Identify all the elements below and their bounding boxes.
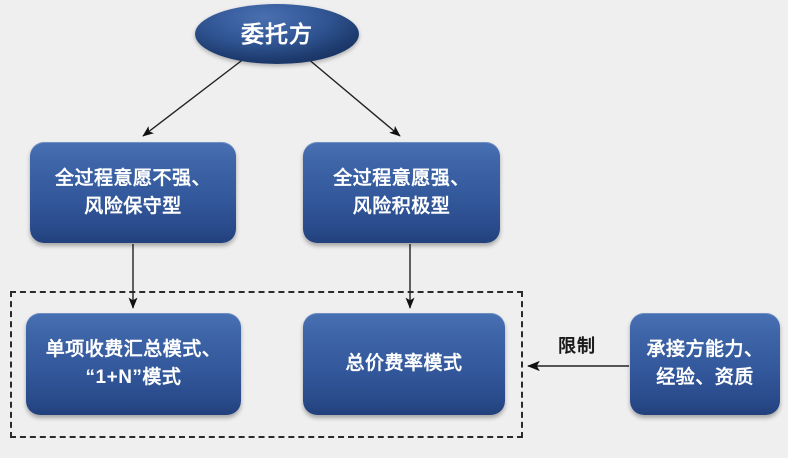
- node-itemized-mode-label-line2: “1+N”模式: [85, 367, 182, 388]
- node-contractor-capability-label-line2: 经验、资质: [656, 367, 754, 388]
- node-lump-sum-rate-mode-label: 总价费率模式: [345, 353, 463, 375]
- edge-client-to-weak-will: [142, 57, 246, 137]
- node-weak-will-label-line1: 全过程意愿不强、: [54, 167, 211, 189]
- node-weak-will[interactable]: 全过程意愿不强、 风险保守型: [30, 142, 236, 243]
- edge-client-to-strong-will: [306, 57, 401, 137]
- node-strong-will[interactable]: 全过程意愿强、 风险积极型: [303, 142, 500, 243]
- node-contractor-capability[interactable]: 承接方能力、 经验、资质: [630, 313, 780, 415]
- mode-group-boundary: [10, 291, 523, 438]
- node-contractor-capability-label-line1: 承接方能力、: [646, 339, 764, 361]
- node-itemized-mode[interactable]: 单项收费汇总模式、 “1+N”模式: [26, 313, 241, 415]
- node-strong-will-label-line2: 风险积极型: [352, 195, 451, 217]
- edge-label-restrict: 限制: [558, 336, 596, 356]
- node-itemized-mode-label-line1: 单项收费汇总模式、: [45, 339, 222, 361]
- node-client[interactable]: 委托方: [195, 4, 359, 64]
- node-client-label: 委托方: [241, 20, 313, 47]
- node-strong-will-label-line1: 全过程意愿强、: [333, 167, 470, 189]
- node-weak-will-label-line2: 风险保守型: [84, 195, 182, 217]
- node-lump-sum-rate-mode[interactable]: 总价费率模式: [303, 313, 505, 415]
